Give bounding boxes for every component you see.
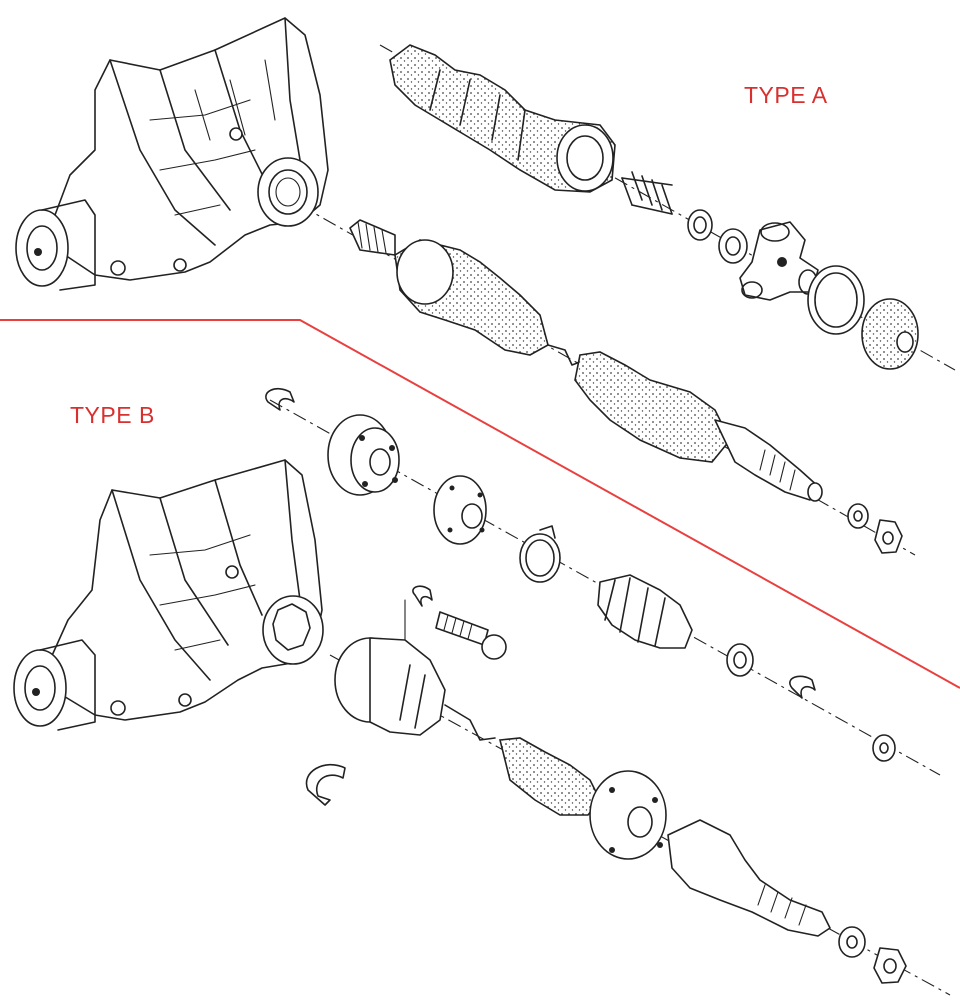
type-b-label: TYPE B	[70, 402, 155, 428]
flange-b-2	[433, 475, 487, 545]
o-ring-a	[807, 265, 865, 335]
boot-b	[597, 574, 693, 649]
upper-cv-boot-a	[389, 44, 616, 193]
type-b-assembly	[13, 387, 951, 996]
nut-washer-b	[838, 926, 907, 984]
circlip-b-2	[305, 763, 346, 806]
spring-a	[621, 171, 673, 215]
type-a-label: TYPE A	[744, 82, 828, 108]
clamp-b	[519, 525, 561, 583]
differential-housing-a	[15, 17, 329, 291]
retaining-rings-a	[687, 209, 748, 264]
type-divider-line	[0, 319, 960, 689]
rings-b	[726, 643, 896, 762]
drive-shaft-a	[349, 219, 823, 502]
bolt-b	[404, 585, 507, 660]
nut-washer-a	[847, 503, 903, 554]
differential-housing-b	[13, 459, 324, 731]
outer-flange-a	[861, 298, 919, 370]
circlip-b-1	[265, 387, 295, 411]
tripod-spider-a	[739, 221, 819, 301]
drive-shaft-b	[334, 637, 831, 937]
flange-b-1	[327, 414, 400, 496]
type-a-assembly	[15, 17, 956, 556]
